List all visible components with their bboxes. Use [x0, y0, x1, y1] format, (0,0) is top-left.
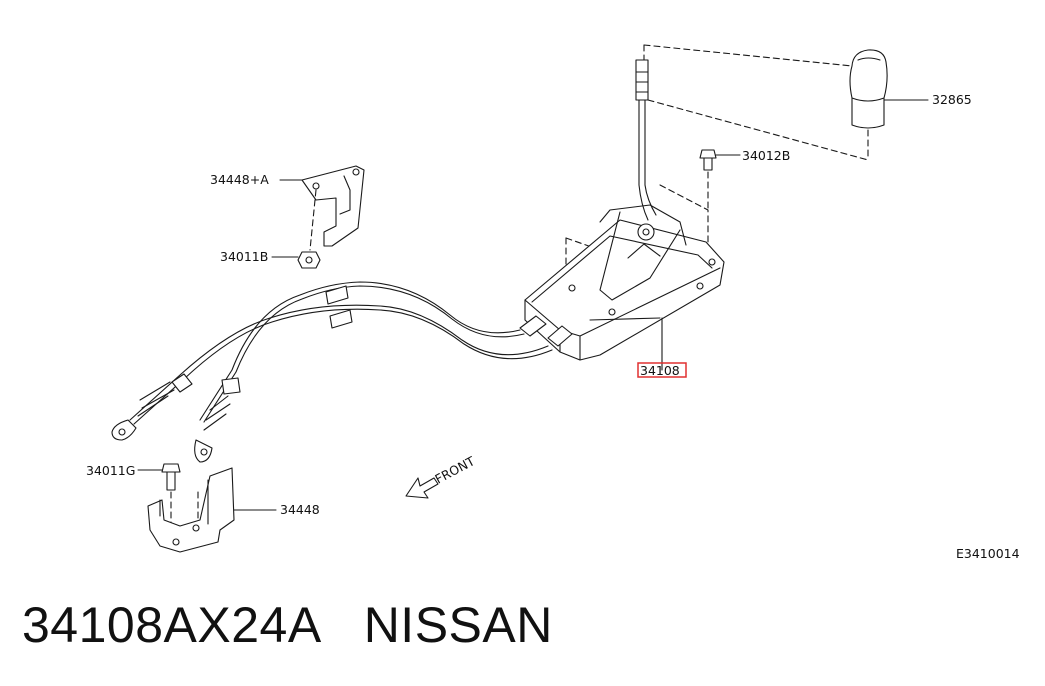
bracket-upper-line [309, 189, 317, 251]
callout-32865: 32865 [932, 92, 972, 107]
callout-34011b: 34011B [220, 249, 268, 264]
bolt-34011g [137, 463, 181, 491]
bracket-lower [147, 467, 277, 553]
shift-knob [849, 49, 929, 129]
brand-name: NISSAN [363, 597, 553, 653]
callout-34108: 34108 [640, 363, 680, 378]
cable-end-right [194, 377, 241, 463]
bolt-34012b [699, 149, 741, 171]
front-arrow-icon [405, 477, 439, 499]
knob-assembly-lines [643, 44, 869, 161]
highlight-box [637, 362, 687, 378]
cable-end-left [111, 373, 193, 441]
shift-lever [635, 59, 657, 221]
cable-housing-ends [519, 315, 573, 347]
parts-diagram: 32865 34012B 34448+A 34011B 34108 34011G… [86, 44, 1020, 561]
part-number: 34108AX24A [22, 597, 322, 653]
shift-cables [129, 281, 553, 425]
nut-34011b [271, 251, 321, 269]
figure-code: E3410014 [956, 546, 1020, 561]
front-label: FRONT [432, 453, 477, 486]
callout-34011g: 34011G [86, 463, 135, 478]
callout-34012b: 34012B [742, 148, 790, 163]
callout-34448a: 34448+A [210, 172, 269, 187]
bracket-upper [279, 165, 365, 247]
page-title: 34108AX24A NISSAN [22, 596, 553, 654]
callout-34448: 34448 [280, 502, 320, 517]
